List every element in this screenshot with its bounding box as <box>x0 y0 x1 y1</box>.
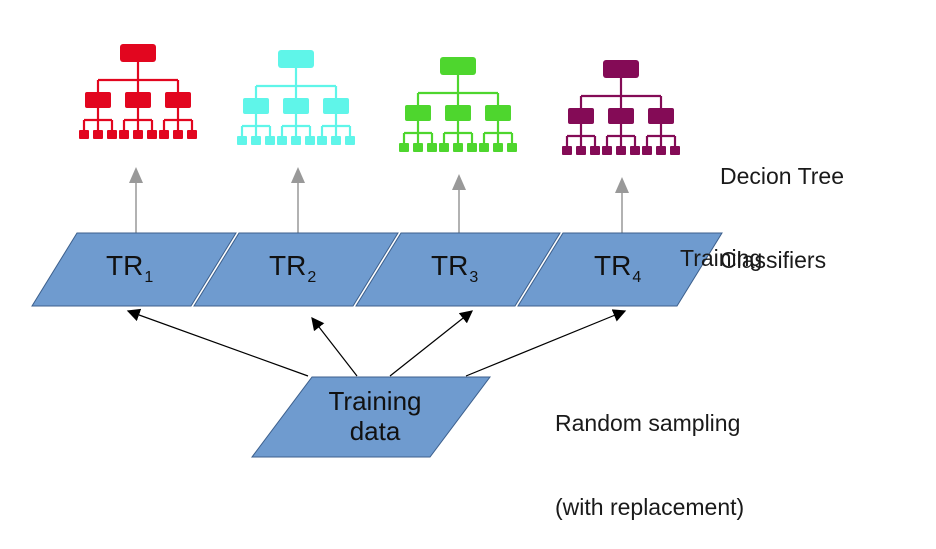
training-arrows <box>129 167 629 233</box>
dataset-shapes <box>31 232 723 458</box>
tree-node <box>603 60 639 78</box>
tree-leaf <box>602 146 612 155</box>
tree-leaf <box>493 143 503 152</box>
classifiers-line2: Classifiers <box>720 247 827 273</box>
tree-node <box>278 50 314 68</box>
tree-leaf <box>331 136 341 145</box>
tree-leaf <box>251 136 261 145</box>
tree-leaf <box>670 146 680 155</box>
tree-icon-4 <box>562 60 680 155</box>
sampling-label: Random sampling (with replacement) <box>555 353 744 549</box>
sampling-line1: Random sampling <box>555 410 741 436</box>
tree-leaf <box>399 143 409 152</box>
tree-node <box>568 108 594 124</box>
tree-leaf <box>656 146 666 155</box>
tree-leaf <box>237 136 247 145</box>
tree-node <box>445 105 471 121</box>
tree-leaf <box>173 130 183 139</box>
tree-node <box>243 98 269 114</box>
training-arrow-4 <box>615 177 629 233</box>
sampling-arrow-3 <box>389 310 474 377</box>
tree-node <box>648 108 674 124</box>
training-data-shape <box>251 376 491 458</box>
subset-label-1: TR1 <box>106 250 153 294</box>
subset-main-1: TR <box>106 250 144 281</box>
tree-node <box>125 92 151 108</box>
tree-leaf <box>119 130 129 139</box>
tree-leaf <box>265 136 275 145</box>
subset-shape-1 <box>31 232 237 307</box>
subset-label-2: TR2 <box>269 250 316 294</box>
training-data-label: Training data <box>300 386 450 446</box>
tree-icon-2 <box>237 50 355 145</box>
sampling-line2: (with replacement) <box>555 494 745 520</box>
subset-main-2: TR <box>269 250 307 281</box>
bagging-diagram <box>31 44 723 458</box>
subset-shape-3 <box>355 232 561 307</box>
tree-node <box>283 98 309 114</box>
tree-leaf <box>590 146 600 155</box>
tree-leaf <box>291 136 301 145</box>
tree-leaf <box>562 146 572 155</box>
decision-tree-icons <box>79 44 680 155</box>
tree-node <box>405 105 431 121</box>
tree-leaf <box>187 130 197 139</box>
tree-node <box>608 108 634 124</box>
subset-shape-2 <box>193 232 399 307</box>
subset-sub-3: 3 <box>469 269 479 286</box>
subset-shape-4 <box>517 232 723 307</box>
tree-node <box>120 44 156 62</box>
training-data-line2: data <box>349 416 401 446</box>
tree-leaf <box>147 130 157 139</box>
tree-icon-3 <box>399 57 517 152</box>
training-data-line1: Training <box>328 386 422 416</box>
sampling-arrow-1 <box>126 308 309 377</box>
sampling-arrow-2 <box>311 316 358 377</box>
tree-node <box>440 57 476 75</box>
tree-leaf <box>305 136 315 145</box>
tree-leaf <box>616 146 626 155</box>
training-arrow-2 <box>291 167 305 233</box>
tree-leaf <box>413 143 423 152</box>
tree-leaf <box>576 146 586 155</box>
training-step-label: Training <box>680 245 763 271</box>
tree-leaf <box>479 143 489 152</box>
tree-leaf <box>439 143 449 152</box>
tree-leaf <box>107 130 117 139</box>
tree-leaf <box>277 136 287 145</box>
training-arrow-1 <box>129 167 143 233</box>
tree-node <box>85 92 111 108</box>
sampling-arrow-4 <box>465 309 627 377</box>
subset-label-3: TR3 <box>431 250 478 294</box>
tree-leaf <box>427 143 437 152</box>
tree-leaf <box>317 136 327 145</box>
training-arrow-3 <box>452 174 466 233</box>
classifiers-line1: Decion Tree <box>720 163 845 189</box>
tree-leaf <box>93 130 103 139</box>
tree-node <box>165 92 191 108</box>
classifiers-label: Decion Tree Classifiers <box>720 106 844 302</box>
tree-icon-1 <box>79 44 197 139</box>
subset-main-3: TR <box>431 250 469 281</box>
subset-label-4: TR4 <box>594 250 641 294</box>
tree-leaf <box>642 146 652 155</box>
subset-sub-2: 2 <box>307 269 317 286</box>
tree-leaf <box>507 143 517 152</box>
subset-sub-4: 4 <box>632 269 642 286</box>
subset-main-4: TR <box>594 250 632 281</box>
tree-leaf <box>159 130 169 139</box>
tree-leaf <box>345 136 355 145</box>
tree-leaf <box>630 146 640 155</box>
tree-leaf <box>79 130 89 139</box>
sampling-arrows <box>126 308 627 377</box>
subset-sub-1: 1 <box>144 269 154 286</box>
tree-leaf <box>467 143 477 152</box>
tree-leaf <box>133 130 143 139</box>
tree-node <box>485 105 511 121</box>
tree-leaf <box>453 143 463 152</box>
tree-node <box>323 98 349 114</box>
